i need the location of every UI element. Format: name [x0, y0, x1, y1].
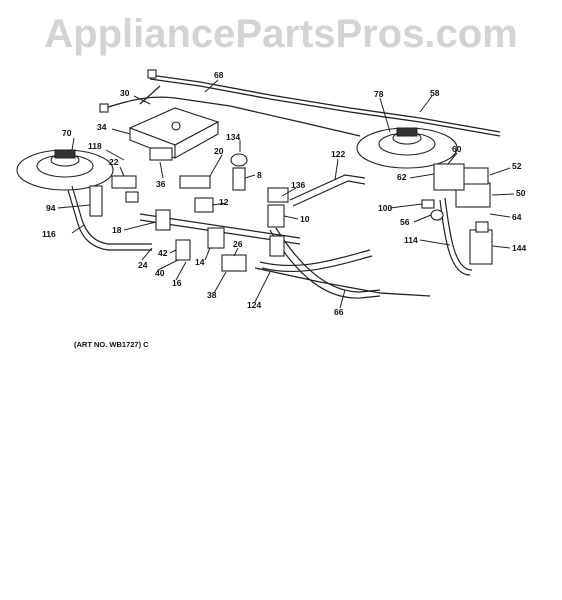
callout-20: 20	[214, 146, 224, 156]
callout-122: 122	[331, 149, 345, 159]
callout-62: 62	[397, 172, 407, 182]
callout-42: 42	[158, 248, 168, 258]
callout-52: 52	[512, 161, 522, 171]
callout-24: 24	[138, 260, 148, 270]
callout-118: 118	[88, 141, 102, 151]
callout-78: 78	[374, 89, 384, 99]
callout-40: 40	[155, 268, 165, 278]
art-number: (ART NO. WB1727) C	[74, 340, 149, 349]
switch-icon	[111, 175, 289, 203]
callout-18: 18	[112, 225, 122, 235]
callout-30: 30	[120, 88, 130, 98]
callout-70: 70	[62, 128, 72, 138]
watermark: AppliancePartsPros.com	[44, 12, 518, 56]
callout-136: 136	[291, 180, 305, 190]
callout-36: 36	[156, 179, 166, 189]
callout-38: 38	[207, 290, 217, 300]
burner-icon	[16, 149, 114, 217]
callout-26: 26	[233, 239, 243, 249]
callout-116: 116	[42, 229, 56, 239]
control-box	[128, 107, 220, 161]
callout-22: 22	[109, 157, 119, 167]
callout-50: 50	[516, 188, 526, 198]
callout-114: 114	[404, 235, 418, 245]
valve-icon	[155, 153, 493, 272]
leader-lines	[57, 79, 515, 309]
callout-60: 60	[452, 144, 462, 154]
callout-64: 64	[512, 212, 522, 222]
callout-100: 100	[378, 203, 392, 213]
callout-144: 144	[512, 243, 526, 253]
ground-wire	[254, 267, 431, 297]
callout-58: 58	[430, 88, 440, 98]
callout-68: 68	[214, 70, 224, 80]
callout-134: 134	[226, 132, 240, 142]
callout-8: 8	[257, 170, 262, 180]
callout-66: 66	[334, 307, 344, 317]
callout-12: 12	[219, 197, 229, 207]
burner-icon-right	[356, 127, 458, 169]
callout-labels: 68 30 78 58 34 70 134 118 22 20 36 8 122…	[42, 70, 526, 317]
callout-34: 34	[97, 122, 107, 132]
callout-16: 16	[172, 278, 182, 288]
callout-124: 124	[247, 300, 261, 310]
callout-14: 14	[195, 257, 205, 267]
callout-10: 10	[300, 214, 310, 224]
callout-94: 94	[46, 203, 56, 213]
callout-56: 56	[400, 217, 410, 227]
wire-harness-icon	[99, 69, 501, 137]
